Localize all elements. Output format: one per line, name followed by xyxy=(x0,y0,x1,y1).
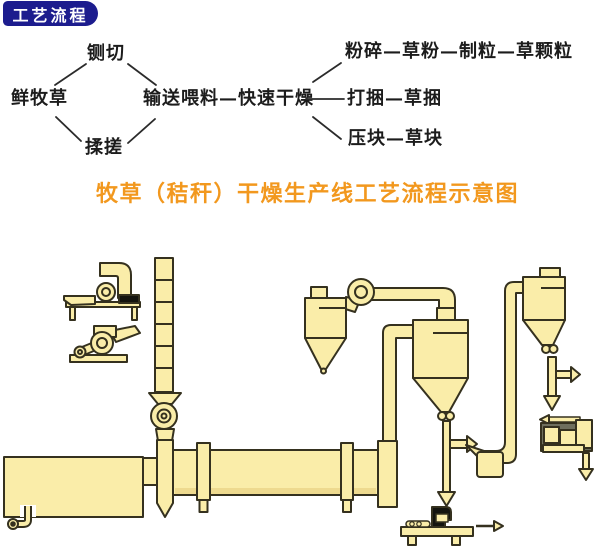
flow-arrow-icon xyxy=(544,396,560,410)
main-cyclone-icon xyxy=(413,308,468,420)
flow-node-fresh-forage: 鲜牧草 xyxy=(11,88,68,109)
flow-node-convey-dry: 输送喂料—快速干燥 xyxy=(143,88,314,109)
fan-duct-icon xyxy=(368,288,455,308)
bucket-elevator-icon xyxy=(155,258,173,392)
block-press-icon xyxy=(540,415,593,480)
flow-node-knead: 揉搓 xyxy=(85,137,123,158)
drying-line-schematic xyxy=(0,230,600,546)
rotary-drum-dryer-icon xyxy=(173,443,378,512)
exhaust-pipe-icon xyxy=(383,325,413,441)
flow-node-branch-pellet: 粉碎—草粉—制粒—草颗粒 xyxy=(345,41,573,62)
flow-node-branch-block: 压块—草块 xyxy=(348,128,443,149)
shredder-machine-icon xyxy=(70,326,140,362)
fines-cyclone-icon xyxy=(305,287,346,374)
connector-line xyxy=(55,116,82,142)
connector-line xyxy=(312,62,342,83)
collector-bin-icon xyxy=(466,445,503,477)
rotary-airlock-valve-icon xyxy=(149,393,181,441)
connector-line xyxy=(127,63,157,86)
process-flow-badge: 工艺流程 xyxy=(3,1,98,26)
flow-node-branch-bale: 打捆—草捆 xyxy=(347,88,442,109)
connector-line xyxy=(312,116,342,140)
chopper-machine-icon xyxy=(64,263,140,320)
flow-arrow-icon xyxy=(494,521,503,531)
flow-node-chop: 铡切 xyxy=(87,43,125,64)
burner-icon xyxy=(8,505,36,529)
flow-arrow-icon xyxy=(571,367,580,382)
connector-line xyxy=(127,118,156,144)
bagging-station-icon xyxy=(401,507,503,545)
flow-arrow-icon xyxy=(579,469,593,480)
exhaust-fan-icon xyxy=(342,279,374,312)
flow-arrow-icon xyxy=(438,492,455,506)
conveying-pipe-icon xyxy=(482,282,523,463)
product-cyclone-icon xyxy=(523,268,565,353)
discharge-hood-icon xyxy=(378,441,397,507)
diagram-caption: 牧草（秸秆）干燥生产线工艺流程示意图 xyxy=(96,182,520,207)
product-outlet-pipe-icon xyxy=(544,357,580,410)
feed-chute-icon xyxy=(157,440,173,517)
main-discharge-pipe-icon xyxy=(438,421,477,506)
connector-line xyxy=(54,63,87,86)
